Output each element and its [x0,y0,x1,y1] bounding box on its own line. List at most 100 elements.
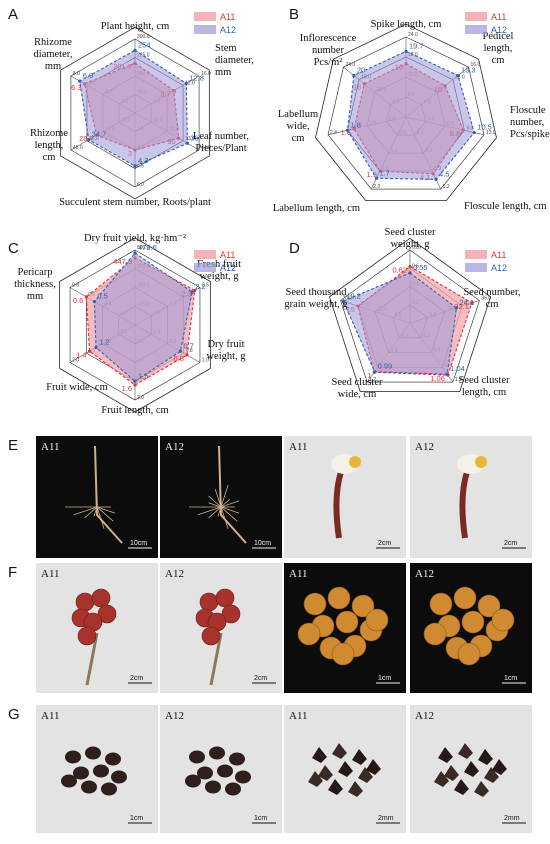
seed [189,750,205,764]
seed [217,764,233,778]
axis-label-line: mm [215,67,231,78]
axis-label: Dry fruit yield, kg·hm⁻² [84,233,186,244]
axis-label-line: Floscule length, cm [464,201,547,212]
panel-label: D [289,240,300,257]
tick-label: 2.0 [137,395,144,401]
flower-stalk [459,471,470,539]
axis-label-line: Fruit length, cm [101,405,168,416]
axis-label-line: Succulent stem number, Roots/plant [59,197,211,208]
value-label: 12.8 [189,73,204,82]
seed [454,779,469,795]
dried-fruit [335,610,359,634]
data-point [133,379,137,383]
root-fiber [197,506,222,516]
panel-label: G [8,706,20,723]
panel-label: A [8,6,18,23]
value-label: 4.3 [138,156,148,165]
legend-label: A11 [491,12,506,22]
data-point [404,49,408,53]
axis-label-line: Seed number, [463,287,520,298]
seed [209,746,225,760]
axis-label-line: Dry fruit [207,339,244,350]
legend-label: A12 [220,263,236,273]
axis-label-line: Labellum length, cm [273,203,360,214]
red-fruit [97,604,117,624]
scale-label: 10cm [130,540,147,547]
tile-label: A11 [289,441,308,453]
cluster-stem [209,632,223,686]
scale-label: 2mm [504,815,520,822]
tick-label: 12.0 [455,75,465,81]
tile-label: A11 [41,568,60,580]
series-area-A12 [342,272,458,375]
axis-label-line: Plant height, cm [101,21,170,32]
data-point [434,177,438,181]
value-label: 1.8 [351,120,361,129]
value-label: 10.5 [477,123,492,132]
seed [458,743,473,759]
seed [205,780,221,794]
value-label: 1.5 [367,170,377,179]
axis-label-line: Fresh fruit [197,259,241,270]
tick-label: 4.5 [137,164,144,170]
data-point [92,299,97,304]
value-label: 32.1 [454,302,469,311]
tile-label: A12 [165,568,184,580]
root-fiber [73,506,98,516]
root-fiber [96,506,116,514]
root-fiber [220,506,229,529]
seed [332,743,347,759]
data-point [472,130,476,135]
axis-label: Floscule length, cm [464,201,547,212]
tick-label: 6.0 [137,182,144,188]
data-point [133,164,137,168]
value-label: 1.7 [379,168,389,177]
axis-label-line: Seed cluster [458,375,510,386]
root-fiber [220,499,230,508]
tick-label: 8.0 [73,71,80,77]
axis-label-line: mm [45,61,61,72]
tile-label: A11 [41,710,60,722]
value-label: 254 [138,40,151,49]
axis-label-line: mm [27,291,43,302]
data-point [185,141,190,145]
tick-label: 1.2 [369,377,376,383]
scale-label: 1cm [504,675,517,682]
tick-label: 2.4 [330,130,337,136]
data-point [184,81,188,85]
tick-label: 0.8 [72,283,79,289]
scale-label: 2cm [130,675,143,682]
red-fruit [91,588,111,608]
seed [478,749,493,765]
scale-label: 2cm [254,675,267,682]
outer-ring [315,23,497,202]
outer-ring [328,237,492,392]
tick-label: 300.0 [137,34,150,40]
data-point [78,79,82,83]
axis-label-line: Seed cluster [384,227,436,238]
data-point [178,349,183,353]
red-fruit [221,604,241,624]
seed [225,782,241,796]
panel-label: C [8,240,19,257]
axis-label-line: length, cm [462,387,506,398]
value-label: 20 [357,65,365,74]
seed [93,764,109,778]
cluster-stem [85,632,99,686]
tick-label: 44.0 [201,145,211,151]
axis-label-line: Fruit wide, cm [46,382,108,393]
tick-label: 225.0 [137,53,150,59]
dried-fruit [491,608,515,632]
tick-label: 0.6 [412,263,419,269]
